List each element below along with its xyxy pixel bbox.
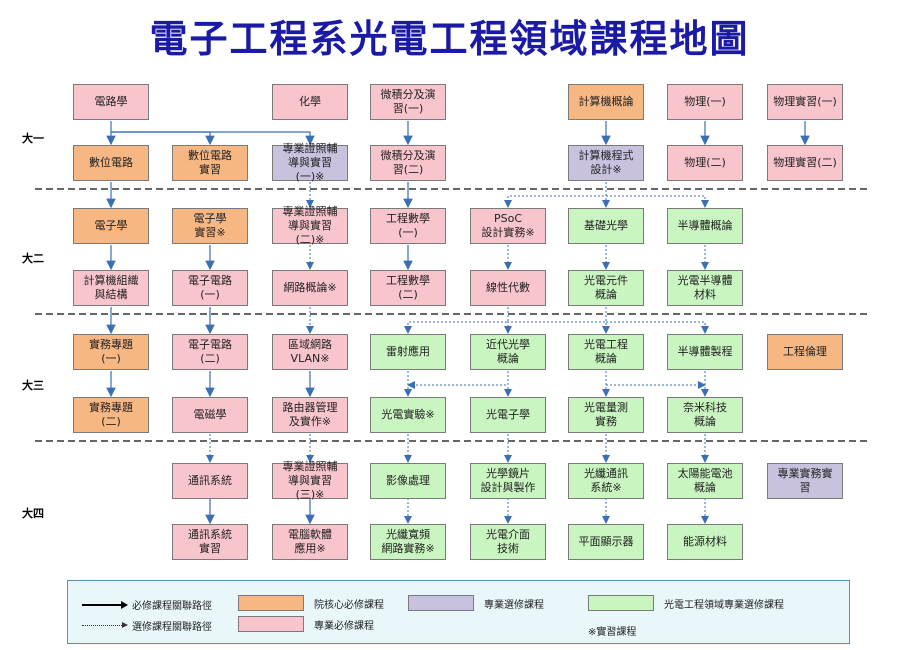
course-box: 微積分及演 習(二) bbox=[370, 145, 446, 181]
course-box: 微積分及演 習(一) bbox=[370, 84, 446, 120]
course-box: 專業證照輔 導與實習 (二)※ bbox=[272, 205, 348, 246]
elective-swatch bbox=[408, 595, 474, 611]
course-box: 計算機組織 與結構 bbox=[73, 270, 149, 306]
course-box: 奈米科技 概論 bbox=[667, 397, 743, 433]
legend-core: 院核心必修課程 bbox=[238, 595, 384, 611]
course-box: 通訊系統 bbox=[172, 463, 248, 499]
course-box: 平面顯示器 bbox=[568, 524, 644, 560]
course-box: 實務專題 (一) bbox=[73, 334, 149, 370]
course-box: 物理實習(一) bbox=[767, 84, 843, 120]
course-box: 近代光學 概論 bbox=[470, 334, 546, 370]
course-box: 影像處理 bbox=[370, 463, 446, 499]
course-box: 光電半導體 材料 bbox=[667, 270, 743, 306]
course-box: 通訊系統 實習 bbox=[172, 524, 248, 560]
course-box: 基礎光學 bbox=[568, 208, 644, 244]
course-box: 工程倫理 bbox=[767, 334, 843, 370]
course-box: 物理(一) bbox=[667, 84, 743, 120]
course-box: 工程數學 (一) bbox=[370, 208, 446, 244]
course-box: 化學 bbox=[272, 84, 348, 120]
legend-opto: 光電工程領域專業選修課程 bbox=[588, 595, 784, 611]
legend-required: 專業必修課程 bbox=[238, 616, 374, 632]
course-box: 路由器管理 及實作※ bbox=[272, 397, 348, 433]
course-box: 光電實驗※ bbox=[370, 397, 446, 433]
required-swatch bbox=[238, 616, 304, 632]
course-box: 物理(二) bbox=[667, 145, 743, 181]
course-box: 電磁學 bbox=[172, 397, 248, 433]
course-box: 專業證照輔 導與實習 (一)※ bbox=[272, 142, 348, 183]
course-box: 電子學 bbox=[73, 208, 149, 244]
year-label-2: 大二 bbox=[22, 252, 44, 265]
course-box: 太陽能電池 概論 bbox=[667, 463, 743, 499]
course-box: 半導體概論 bbox=[667, 208, 743, 244]
course-box: 能源材料 bbox=[667, 524, 743, 560]
year-label-1: 大一 bbox=[22, 132, 44, 145]
course-box: 工程數學 (二) bbox=[370, 270, 446, 306]
course-box: 計算機程式 設計※ bbox=[568, 145, 644, 181]
course-box: 數位電路 實習 bbox=[172, 145, 248, 181]
course-box: 雷射應用 bbox=[370, 334, 446, 370]
course-box: 線性代數 bbox=[470, 270, 546, 306]
course-box: 網路概論※ bbox=[272, 270, 348, 306]
course-box: 電路學 bbox=[73, 84, 149, 120]
legend-elective: 專業選修課程 bbox=[408, 595, 544, 611]
year-label-4: 大四 bbox=[22, 507, 44, 520]
course-box: 光電量測 實務 bbox=[568, 397, 644, 433]
course-box: 數位電路 bbox=[73, 145, 149, 181]
course-box: 光纖寬頻 網路實務※ bbox=[370, 524, 446, 560]
course-box: 專業證照輔 導與實習 (三)※ bbox=[272, 460, 348, 501]
legend-dotted-path: 選修課程關聯路徑 bbox=[82, 618, 212, 633]
legend-panel: 必修課程關聯路徑 選修課程關聯路徑 院核心必修課程 專業必修課程 專業選修課程 … bbox=[67, 580, 850, 644]
course-box: 電子學 實習※ bbox=[172, 208, 248, 244]
dotted-arrow-icon bbox=[82, 622, 128, 628]
opto-swatch bbox=[588, 595, 654, 611]
course-box: 電子電路 (一) bbox=[172, 270, 248, 306]
course-box: 光電介面 技術 bbox=[470, 524, 546, 560]
legend-solid-path: 必修課程關聯路徑 bbox=[82, 597, 212, 612]
course-box: PSoC 設計實務※ bbox=[470, 208, 546, 244]
course-box: 光電元件 概論 bbox=[568, 270, 644, 306]
course-box: 物理實習(二) bbox=[767, 145, 843, 181]
course-box: 實務專題 (二) bbox=[73, 397, 149, 433]
course-box: 電腦軟體 應用※ bbox=[272, 524, 348, 560]
core-swatch bbox=[238, 595, 304, 611]
course-box: 專業實務實 習 bbox=[767, 463, 843, 499]
course-box: 光電子學 bbox=[470, 397, 546, 433]
course-box: 光電工程 概論 bbox=[568, 334, 644, 370]
course-box: 光纖通訊 系統※ bbox=[568, 463, 644, 499]
legend-note: ※實習課程 bbox=[588, 627, 637, 638]
course-box: 光學鏡片 設計與製作 bbox=[470, 463, 546, 499]
course-box: 電子電路 (二) bbox=[172, 334, 248, 370]
course-box: 半導體製程 bbox=[667, 334, 743, 370]
solid-arrow-icon bbox=[82, 600, 128, 609]
course-box: 計算機概論 bbox=[568, 84, 644, 120]
page-title: 電子工程系光電工程領域課程地圖 bbox=[149, 16, 750, 61]
year-label-3: 大三 bbox=[22, 379, 44, 392]
course-box: 區域網路 VLAN※ bbox=[272, 334, 348, 370]
